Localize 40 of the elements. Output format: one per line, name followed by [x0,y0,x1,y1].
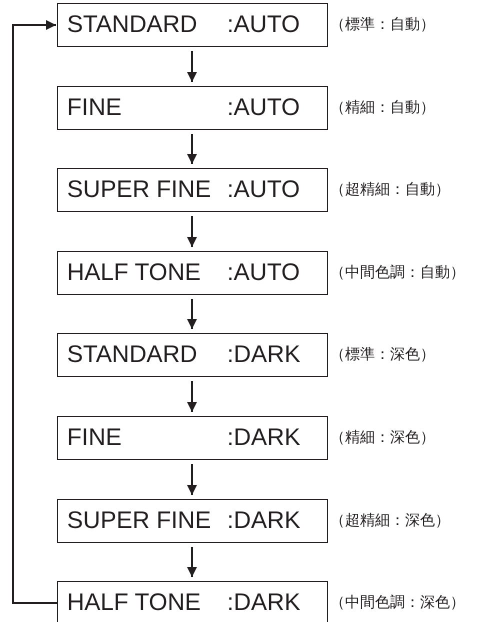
mode-name: HALF TONE [67,259,201,287]
mode-name: FINE [67,424,122,452]
arrow [187,51,197,82]
setting-value: :AUTO [227,94,300,122]
setting-value: :DARK [227,341,300,369]
mode-box [57,499,328,543]
mode-name: SUPER FINE [67,176,212,204]
mode-box [57,416,328,460]
mode-box [57,3,328,47]
mode-box [57,86,328,130]
mode-name: STANDARD [67,341,198,369]
setting-value: :DARK [227,424,300,452]
setting-value: :AUTO [227,176,300,204]
arrow [187,547,197,577]
mode-caption: （中間色調：自動） [330,262,465,282]
arrow [187,299,197,329]
setting-value: :AUTO [227,259,300,287]
arrow [187,134,197,164]
arrow [187,464,197,495]
setting-value: :AUTO [227,11,300,39]
setting-value: :DARK [227,507,300,535]
mode-box [57,251,328,295]
mode-name: SUPER FINE [67,507,212,535]
mode-caption: （標準：深色） [330,344,435,364]
arrow [12,20,57,604]
mode-name: HALF TONE [67,589,201,617]
setting-value: :DARK [227,589,300,617]
mode-caption: （標準：自動） [330,14,435,34]
mode-caption: （中間色調：深色） [330,592,465,612]
mode-caption: （超精細：自動） [330,179,450,199]
mode-caption: （精細：自動） [330,97,435,117]
arrow [187,381,197,412]
mode-box [57,581,328,622]
mode-name: FINE [67,94,122,122]
mode-caption: （精細：深色） [330,427,435,447]
mode-box [57,168,328,212]
mode-caption: （超精細：深色） [330,510,450,530]
mode-box [57,333,328,377]
arrow [187,216,197,247]
mode-name: STANDARD [67,11,198,39]
